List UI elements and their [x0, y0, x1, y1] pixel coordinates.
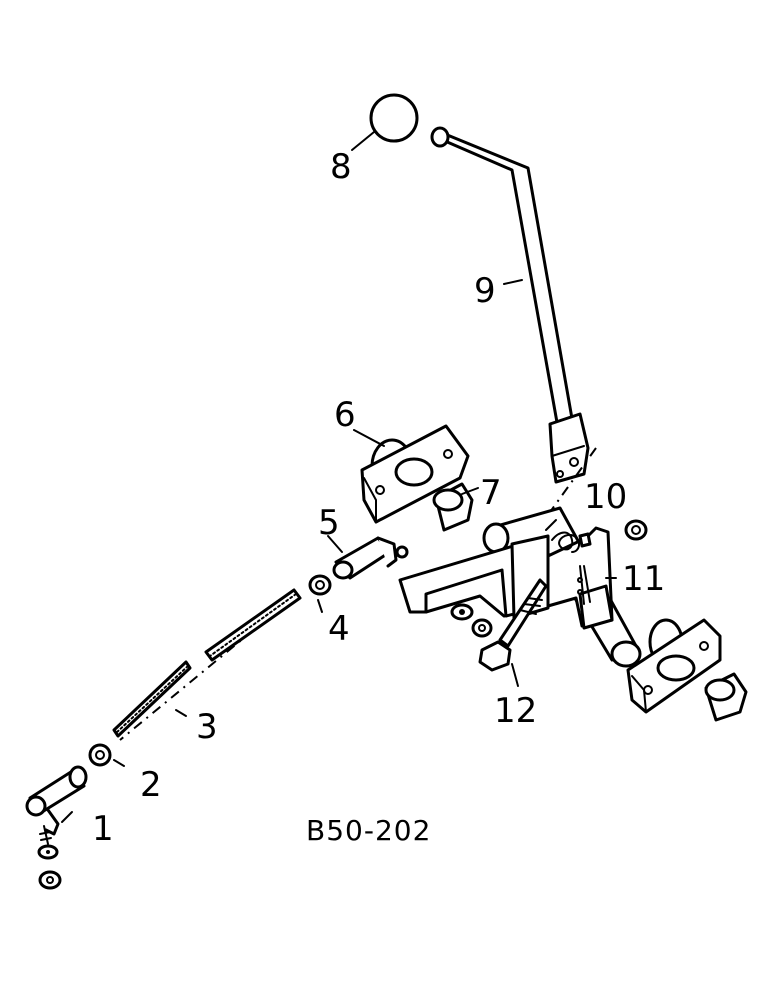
part-2-nut	[88, 743, 112, 767]
callout-11: 11	[622, 559, 665, 599]
part-8-knob	[369, 93, 419, 143]
part-1-ball-joint	[25, 765, 88, 890]
part-11-shaft-assembly	[398, 447, 642, 668]
part-5-clevis	[332, 536, 409, 580]
drawing-reference: B50-202	[306, 814, 431, 847]
part-6-flange-bearing	[360, 424, 470, 524]
right-bushing	[704, 672, 748, 722]
callout-10: 10	[584, 477, 627, 517]
part-3-threaded-rod	[112, 588, 302, 741]
part-9-lever	[430, 126, 590, 484]
part-10-spring	[551, 531, 592, 553]
callout-8: 8	[330, 147, 352, 187]
hardware-nut-lower	[471, 618, 493, 638]
part-12-bolt	[478, 578, 548, 672]
right-flange-bearing	[626, 618, 722, 714]
callout-2: 2	[140, 765, 162, 805]
part-7-bushing	[432, 482, 474, 532]
part-4-nut	[308, 574, 332, 596]
callout-4: 4	[328, 609, 350, 649]
callout-12: 12	[494, 691, 537, 731]
callout-5: 5	[318, 503, 340, 543]
callout-7: 7	[480, 473, 502, 513]
callout-6: 6	[334, 395, 356, 435]
hardware-nut-right	[624, 519, 648, 541]
callout-9: 9	[474, 271, 496, 311]
callout-1: 1	[92, 809, 114, 849]
hardware-washer	[450, 603, 474, 621]
leader-lines	[61, 131, 617, 823]
callout-3: 3	[196, 707, 218, 747]
